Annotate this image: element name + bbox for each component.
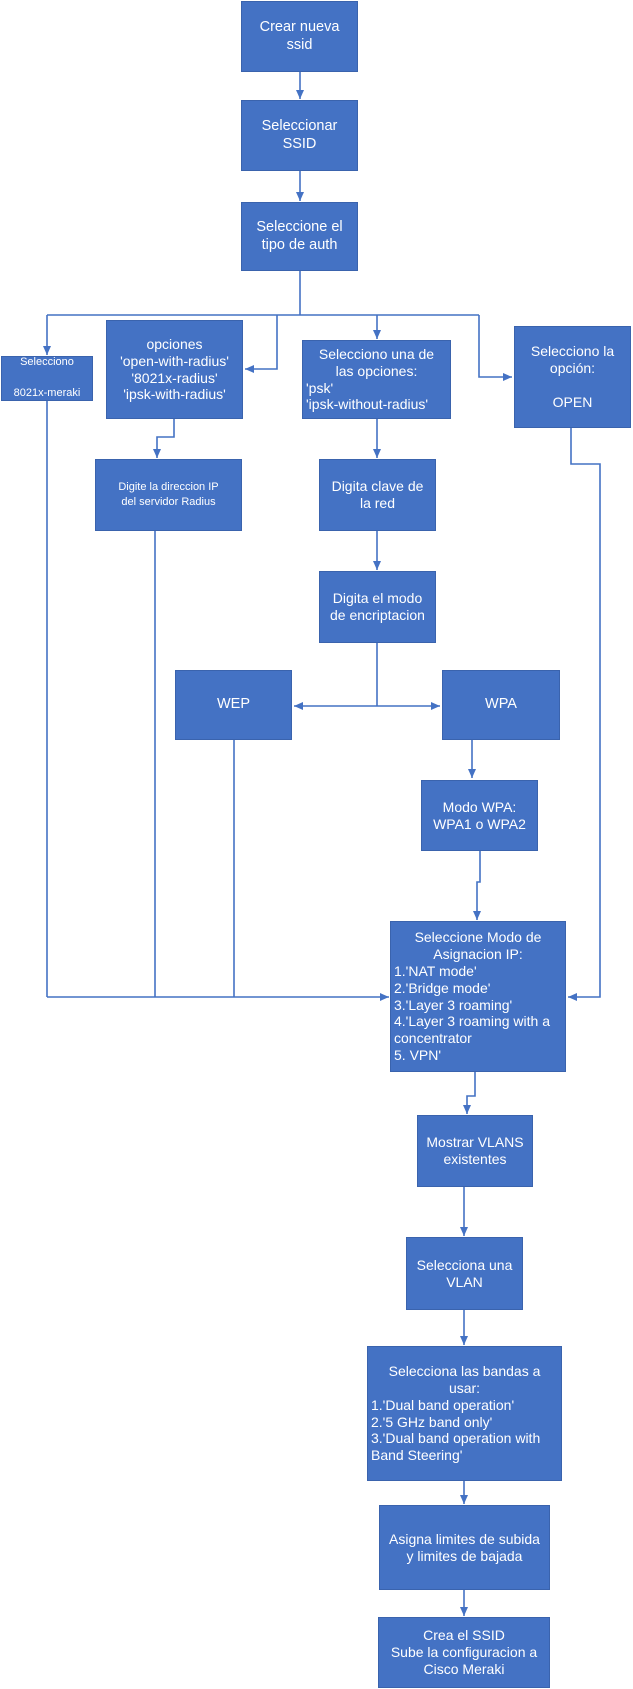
box-clave-red-label: Digita clave de la red bbox=[331, 478, 424, 511]
box-wpa-label: WPA bbox=[485, 696, 517, 713]
box-8021x-meraki: Selecciono 8021x-meraki bbox=[1, 356, 93, 401]
arrow-to-radius-options bbox=[245, 315, 278, 373]
arrow-asignacion-to-vlans bbox=[463, 1072, 476, 1114]
box-wep-label: WEP bbox=[216, 696, 251, 713]
box-bandas-head: Selecciona las bandas a usar: bbox=[388, 1363, 541, 1396]
box-wep: WEP bbox=[175, 670, 292, 740]
box-open: Selecciono la opción: OPEN bbox=[514, 326, 631, 428]
box-bandas-list: 1.'Dual band operation' 2.'5 GHz band on… bbox=[371, 1396, 541, 1464]
box-psk-options-head: Selecciono una de las opciones: bbox=[318, 345, 435, 379]
box-crea-ssid: Crea el SSID Sube la configuracion a Cis… bbox=[378, 1617, 550, 1688]
box-radius-options: opciones 'open-with-radius' '8021x-radiu… bbox=[106, 320, 243, 419]
box-crear-nueva-ssid: Crear nueva ssid bbox=[241, 1, 358, 72]
box-modo-wpa-label: Modo WPA: WPA1 o WPA2 bbox=[433, 798, 526, 832]
arrow-modo-to-asignacion bbox=[473, 851, 481, 920]
box-asignacion-ip-list: 1.'NAT mode' 2.'Bridge mode' 3.'Layer 3 … bbox=[394, 962, 550, 1063]
box-limites: Asigna limites de subida y limites de ba… bbox=[379, 1505, 550, 1590]
box-bandas: Selecciona las bandas a usar: 1.'Dual ba… bbox=[367, 1346, 562, 1481]
arrow-radius-to-ip bbox=[153, 419, 175, 458]
box-selecciona-vlan: Selecciona una VLAN bbox=[406, 1237, 523, 1310]
arrow-to-open bbox=[478, 315, 512, 381]
box-seleccionar-ssid-label: Seleccionar SSID bbox=[261, 117, 338, 152]
box-encriptacion: Digita el modo de encriptacion bbox=[319, 571, 436, 643]
box-psk-options: Selecciono una de las opciones: 'psk' 'i… bbox=[302, 340, 451, 419]
arrow-open-to-asignacion bbox=[568, 428, 601, 1001]
box-psk-options-list: 'psk' 'ipsk-without-radius' bbox=[306, 379, 429, 413]
box-asignacion-ip-head: Seleccione Modo de Asignacion IP: bbox=[414, 929, 542, 963]
box-asignacion-ip: Seleccione Modo de Asignacion IP: 1.'NAT… bbox=[390, 921, 566, 1072]
box-radius-ip: Digite la direccion IP del servidor Radi… bbox=[95, 459, 242, 531]
box-modo-wpa: Modo WPA: WPA1 o WPA2 bbox=[421, 780, 538, 851]
box-selecciona-vlan-label: Selecciona una VLAN bbox=[416, 1256, 513, 1290]
box-8021x-meraki-label: Selecciono 8021x-meraki bbox=[13, 356, 81, 400]
box-radius-ip-label: Digite la direccion IP del servidor Radi… bbox=[118, 480, 219, 508]
box-tipo-auth: Seleccione el tipo de auth bbox=[241, 202, 358, 271]
box-mostrar-vlans: Mostrar VLANS existentes bbox=[417, 1115, 533, 1187]
box-tipo-auth-label: Seleccione el tipo de auth bbox=[256, 218, 343, 253]
box-open-label: Selecciono la opción: OPEN bbox=[530, 343, 615, 410]
box-encriptacion-label: Digita el modo de encriptacion bbox=[330, 590, 425, 623]
box-wpa: WPA bbox=[442, 670, 560, 740]
box-radius-options-label: opciones 'open-with-radius' '8021x-radiu… bbox=[120, 335, 229, 403]
box-seleccionar-ssid: Seleccionar SSID bbox=[241, 100, 358, 171]
box-limites-label: Asigna limites de subida y limites de ba… bbox=[389, 1530, 540, 1564]
box-clave-red: Digita clave de la red bbox=[319, 459, 436, 531]
box-crea-ssid-label: Crea el SSID Sube la configuracion a Cis… bbox=[390, 1627, 538, 1677]
box-mostrar-vlans-label: Mostrar VLANS existentes bbox=[426, 1134, 524, 1167]
box-crear-nueva-ssid-label: Crear nueva ssid bbox=[259, 18, 340, 53]
